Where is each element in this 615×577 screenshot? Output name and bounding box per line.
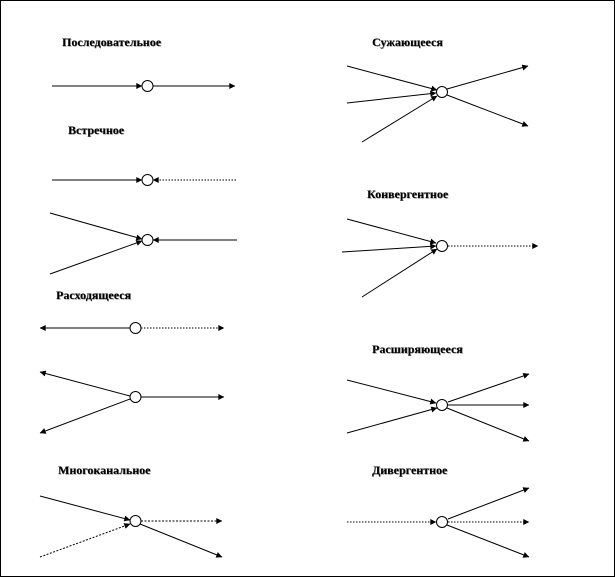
diagram-diverging-1	[39, 322, 225, 334]
diagram-diverging-2	[39, 370, 225, 434]
arrow-in-upper	[49, 212, 143, 241]
node	[436, 516, 448, 528]
label-diverging: Расходящееся	[56, 288, 132, 302]
diagram-narrowing	[346, 64, 529, 143]
arrow-out-upper	[447, 487, 530, 520]
arrow-in-lower	[361, 248, 438, 298]
label-expanding: Расширяющееся	[372, 342, 463, 356]
arrow-out-lower	[139, 523, 223, 558]
arrow-in-lower	[39, 523, 131, 558]
arrow-in-middle	[341, 243, 437, 253]
label-narrowing: Сужающееся	[372, 35, 443, 49]
label-oncoming: Встречное	[68, 123, 125, 137]
arrow-in-upper	[346, 218, 437, 245]
arrow-in-upper	[39, 495, 131, 522]
arrow-out-upper	[447, 373, 530, 403]
node	[141, 234, 154, 246]
arrow-in-lower	[49, 240, 143, 275]
node	[141, 80, 154, 92]
diagram-oncoming-2	[49, 212, 237, 275]
arrow-out-lower	[446, 524, 530, 558]
diagram-oncoming-1	[52, 174, 236, 186]
arrow-out-upper-left	[39, 370, 131, 397]
node	[141, 174, 154, 186]
node	[436, 86, 448, 98]
node	[129, 391, 142, 403]
arrow-out-lower	[446, 94, 529, 127]
arrow-in-middle	[346, 90, 437, 104]
diagram-divergent	[347, 487, 530, 558]
diagram-expanding	[346, 373, 530, 442]
label-sequential: Последовательное	[62, 35, 162, 49]
node	[129, 322, 142, 334]
node	[436, 240, 448, 252]
arrow-in-lower	[346, 406, 438, 434]
diagram-sequential	[52, 80, 236, 92]
label-multichannel: Многоканальное	[58, 463, 151, 477]
diagram-multichannel	[39, 495, 223, 558]
arrow-out-lower-left	[39, 398, 131, 434]
diagram-convergent	[341, 218, 539, 298]
node	[129, 515, 142, 527]
arrow-out-upper	[446, 64, 529, 90]
arrow-in-upper	[346, 379, 437, 405]
arrow-in-lower	[361, 95, 438, 143]
node	[436, 399, 448, 411]
arrow-out-lower	[446, 407, 530, 442]
label-divergent: Дивергентное	[372, 463, 448, 477]
label-convergent: Конвергентное	[367, 187, 449, 201]
arrow-in-upper	[346, 65, 438, 92]
